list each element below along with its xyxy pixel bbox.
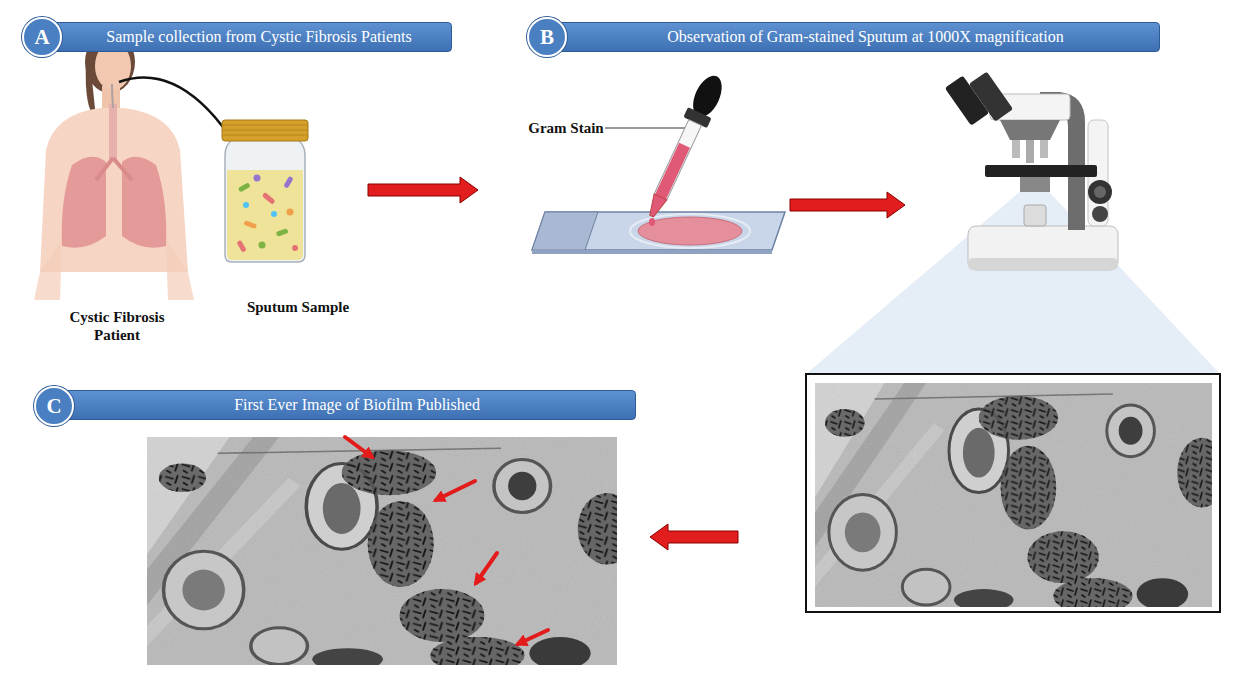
magnified-view [815, 383, 1212, 607]
patient-figure [122, 157, 166, 248]
biofilm-image [345, 437, 548, 644]
panel-letter-text: C [46, 394, 61, 419]
glass-slide [638, 217, 742, 245]
microscope [1092, 206, 1108, 222]
sputum-jar [254, 175, 261, 182]
sputum-jar [262, 192, 276, 205]
sputum-jar [271, 211, 277, 217]
sputum-jar [287, 209, 294, 216]
patient-figure [112, 84, 113, 108]
sputum-jar [225, 140, 305, 262]
sputum-jar [236, 240, 246, 253]
patient-figure [166, 240, 194, 300]
panel-heading: Sample collection from Cystic Fibrosis P… [52, 22, 452, 52]
sputum-jar [243, 202, 249, 208]
stain-dropper [605, 127, 688, 128]
biofilm-image [147, 437, 617, 665]
part-label: Sputum Sample [238, 298, 358, 316]
flow-arrow [650, 524, 738, 550]
sputum-jar [227, 170, 303, 260]
stain-dropper [649, 218, 655, 226]
sputum-jar [222, 135, 308, 136]
biofilm-image [436, 481, 475, 500]
sputum-jar [222, 130, 308, 131]
panel-letter: C [34, 386, 74, 426]
stain-dropper [645, 194, 667, 219]
projection-cone [806, 178, 1220, 374]
flow-arrow [790, 192, 905, 218]
sputum-jar [236, 175, 298, 253]
stain-dropper [654, 120, 701, 200]
sputum-jar [292, 245, 298, 251]
microscope [1040, 140, 1048, 158]
biofilm-image [345, 437, 372, 457]
microscope [968, 258, 1118, 270]
panel-letter: A [22, 17, 62, 57]
sputum-jar [243, 220, 257, 229]
microscope [1094, 186, 1106, 198]
part-label: Gram Stain [528, 119, 604, 137]
projection-cone [806, 178, 1220, 374]
panel-heading: Observation of Gram-stained Sputum at 10… [557, 22, 1160, 52]
biofilm-image [476, 553, 497, 583]
patient-figure [34, 240, 62, 300]
microscope [1024, 205, 1046, 226]
panel-letter-text: B [540, 25, 554, 50]
panel-heading-text: Observation of Gram-stained Sputum at 10… [667, 28, 1063, 46]
stain-dropper [655, 143, 690, 200]
magnified-view [815, 383, 1212, 607]
biofilm-image [147, 437, 637, 674]
patient-figure [96, 158, 132, 180]
glass-slide [630, 214, 750, 248]
microscope [969, 71, 1013, 121]
microscope [1088, 180, 1112, 204]
glass-slide [532, 212, 785, 254]
magnified-view [806, 374, 1227, 614]
microscope [1012, 140, 1020, 158]
patient-figure [62, 157, 106, 248]
sputum-jar [238, 182, 251, 192]
panel-letter: B [527, 17, 567, 57]
microscope [985, 165, 1097, 177]
panel-heading-text: Sample collection from Cystic Fibrosis P… [106, 28, 411, 46]
sputum-jar [283, 176, 293, 189]
patient-figure [109, 104, 117, 160]
glass-slide [532, 212, 785, 250]
panel-heading: First Ever Image of Biofilm Published [64, 390, 636, 420]
microscope [1000, 120, 1060, 140]
biofilm-image [147, 437, 617, 665]
glass-slide [532, 250, 772, 254]
stain-dropper [640, 71, 729, 222]
microscope [1026, 140, 1034, 163]
sputum-jar [276, 228, 289, 237]
sputum-jar [259, 242, 266, 249]
flow-arrow [368, 177, 478, 203]
biofilm-image [518, 630, 548, 644]
stain-dropper [605, 71, 728, 226]
microscope [1020, 177, 1050, 192]
sputum-jar [222, 125, 308, 135]
sputum-jar [222, 120, 308, 141]
microscope [968, 226, 1118, 270]
sputum-jar [222, 125, 308, 126]
glass-slide [532, 212, 598, 250]
part-label: Cystic Fibrosis Patient [62, 308, 172, 344]
sputum-jar [222, 120, 308, 262]
panel-letter-text: A [34, 25, 49, 50]
microscope [945, 71, 1118, 270]
panel-heading-text: First Ever Image of Biofilm Published [234, 396, 480, 414]
